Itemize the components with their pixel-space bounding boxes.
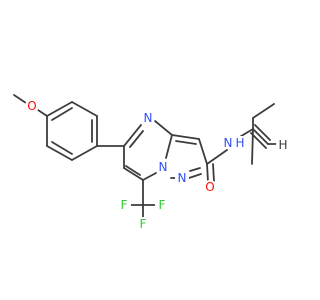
bond-pyrimidine xyxy=(123,167,144,181)
methoxy-oxygen-label: O xyxy=(27,99,36,113)
amide-nitrogen-label: N xyxy=(224,136,233,150)
bridgehead-nitrogen-label: N xyxy=(159,160,168,174)
bond-methyl-o xyxy=(13,94,27,104)
bond-alkyne xyxy=(252,128,269,145)
fluorine-label-right: F xyxy=(159,198,166,212)
atom-amide-nh: N H xyxy=(223,136,246,150)
bond-phenyl-inner xyxy=(51,107,73,121)
bond-phenyl xyxy=(71,101,98,117)
carbonyl-oxygen-label: O xyxy=(205,180,214,194)
bond-pyrazole-inner xyxy=(189,167,201,172)
bond-pyrazole xyxy=(198,138,208,165)
fluorine-label-left: F xyxy=(121,198,128,212)
bond-alkyne xyxy=(254,124,271,141)
atom-ring-n-top: N xyxy=(141,111,155,125)
bond-pyrazole xyxy=(188,173,202,179)
bond-pyrimidine xyxy=(123,124,142,147)
bond-pyrimidine xyxy=(154,120,173,136)
bond-carbonyl-o xyxy=(206,163,209,183)
bond-pyrimidine xyxy=(142,172,157,181)
atom-ring-n-bridge: N xyxy=(156,160,170,174)
pyrimidine-nitrogen-label: N xyxy=(144,111,153,125)
bond-pyrazole-inner xyxy=(175,140,197,145)
bonds xyxy=(13,94,281,219)
molecule-structure-diagram: O N N N N H O H F xyxy=(13,94,290,231)
bond-phenyl xyxy=(71,145,98,161)
atom-ring-n-pyrazole: N xyxy=(175,171,189,185)
atom-amide-o: O xyxy=(203,180,217,194)
pyrazole-nitrogen-label: N xyxy=(178,171,187,185)
bond-pyrimidine xyxy=(165,134,173,159)
alkyne-hydrogen-label: H xyxy=(278,138,287,152)
bond-pyrimidine-inner xyxy=(125,165,141,176)
atom-f-left: F xyxy=(117,198,131,212)
atom-f-bottom: F xyxy=(136,217,150,231)
amide-hydrogen-label: H xyxy=(235,136,244,150)
bond-phenyl xyxy=(46,145,73,161)
fluorine-label-bottom: F xyxy=(140,217,147,231)
bond-ethyl xyxy=(252,103,275,119)
atom-labels: O N N N N H O H F xyxy=(25,99,290,231)
atom-f-right: F xyxy=(155,198,169,212)
atom-alkyne-h: H xyxy=(276,138,290,152)
bond-alkyne xyxy=(250,132,267,149)
atom-methoxy-o: O xyxy=(25,99,39,113)
bond-o-phenyl xyxy=(37,109,48,117)
bond-carbonyl-o-inner xyxy=(212,163,215,183)
bond-phenyl xyxy=(46,101,73,117)
bond-phenyl-inner xyxy=(51,141,73,155)
bond-pyrazole xyxy=(171,134,200,140)
bond-pyrimidine-inner xyxy=(129,130,144,148)
bond-ring-carbonyl xyxy=(206,149,228,165)
